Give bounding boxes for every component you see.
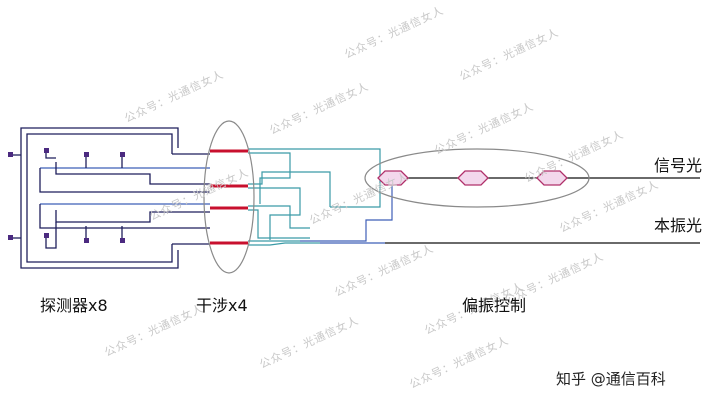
detector-frame-inner (26, 133, 173, 263)
source-credit: 知乎 @通信百科 (556, 370, 666, 388)
detectors-label: 探测器x8 (40, 296, 108, 315)
detector-pads (8, 148, 125, 243)
polarization-ellipse (364, 148, 590, 208)
detector-stub (45, 222, 57, 249)
waveguide-teal (248, 205, 310, 229)
group-ellipses (203, 120, 590, 274)
detector-pad (120, 152, 125, 157)
coupler-group (210, 149, 248, 245)
detector-pad (120, 238, 125, 243)
interference-ellipse (203, 120, 255, 274)
waveguide-teal (248, 209, 310, 239)
pol-element (536, 170, 568, 186)
waveguide-teal (248, 171, 331, 207)
detector-array (12, 127, 210, 269)
pol-element (457, 170, 489, 186)
detector-pad (8, 235, 13, 240)
waveguide-blue (300, 178, 393, 242)
detector-branch (39, 168, 210, 193)
detector-pad (84, 238, 89, 243)
detector-branch (55, 210, 210, 223)
detector-branch (55, 162, 210, 185)
detector-frame (20, 127, 179, 269)
detector-pad (44, 148, 49, 153)
signal-label: 信号光 (654, 156, 703, 175)
waveguide-teal (248, 152, 291, 204)
polarization-label: 偏振控制 (462, 296, 527, 315)
detector-branch (39, 204, 210, 229)
detector-pad (44, 233, 49, 238)
waveguide-teal (248, 187, 301, 240)
pol-element (377, 170, 409, 186)
waveguide-teal (248, 242, 320, 246)
polarization-controller (377, 170, 568, 186)
local-label: 本振光 (654, 216, 703, 235)
detector-pad (8, 152, 13, 157)
interference-label: 干涉x4 (196, 296, 248, 315)
detector-pad (84, 152, 89, 157)
